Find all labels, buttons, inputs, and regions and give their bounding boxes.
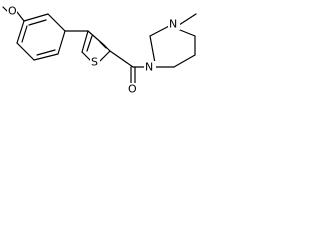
carbonyl-oxygen-label: O xyxy=(128,83,137,96)
bond-benzene-6 xyxy=(16,20,25,44)
bond-benzene-1 xyxy=(23,13,49,22)
bond-thiophene-c3-c4 xyxy=(81,30,89,53)
sulfur-label: S xyxy=(91,56,98,69)
bond-benzene-double-2 xyxy=(36,49,56,56)
bond-benzene-2 xyxy=(47,13,66,32)
bond-thiophene-s-c5 xyxy=(99,50,111,62)
chemical-structure-diagram: O S O N N xyxy=(2,5,197,96)
bond-oxygen-aryl xyxy=(16,11,25,22)
bond-benzene-double-3 xyxy=(21,25,28,43)
bond-thiophene-c5-c2 xyxy=(103,44,111,52)
bond-nitrogen-methyl xyxy=(178,13,197,26)
amide-nitrogen-label: N xyxy=(145,61,153,74)
bond-benzene-5 xyxy=(16,42,35,61)
bond-benzene-3 xyxy=(57,30,66,55)
bond-thiophene-double-2 xyxy=(99,41,107,49)
bond-benzene-4 xyxy=(33,53,59,61)
bond-thiophene-carbonyl xyxy=(109,50,134,68)
bond-thiophene-double-1 xyxy=(86,35,93,52)
methyl-nitrogen-label: N xyxy=(169,18,177,31)
bond-piperazine-1 xyxy=(149,35,156,64)
methoxy-oxygen-label: O xyxy=(8,5,17,18)
bond-piperazine-5 xyxy=(173,54,196,68)
bond-benzene-double-1 xyxy=(28,19,47,26)
bond-thiophene-c4-s xyxy=(81,51,92,62)
